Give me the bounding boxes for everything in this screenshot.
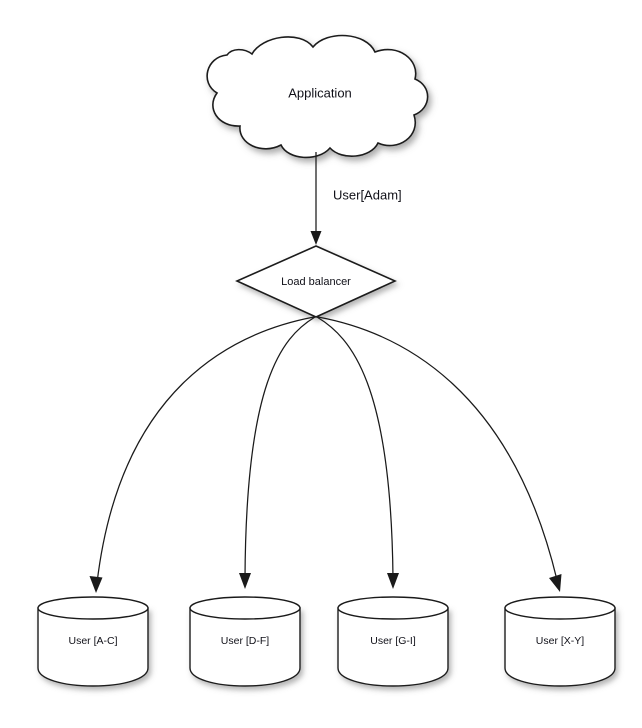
database-label-1: User [A-C] bbox=[68, 635, 117, 647]
arrow-head-icon bbox=[239, 573, 251, 589]
edge-lb-to-db-df bbox=[239, 316, 316, 589]
node-database-cylinder-2[interactable]: User [D-F] bbox=[189, 596, 301, 687]
edge-lb-to-db-ac bbox=[89, 316, 315, 593]
diamond-label: Load balancer bbox=[281, 276, 351, 288]
edge-lb-to-db-xy bbox=[317, 316, 562, 592]
database-label-4: User [X-Y] bbox=[536, 635, 585, 647]
edge-lb-to-db-gi bbox=[316, 316, 399, 589]
arrow-head-icon bbox=[549, 574, 562, 592]
node-load-balancer-diamond[interactable]: Load balancer bbox=[235, 245, 397, 318]
node-database-cylinder-1[interactable]: User [A-C] bbox=[37, 596, 149, 687]
node-application-cloud[interactable]: Application bbox=[206, 34, 429, 159]
edge-application-to-load-balancer: User[Adam] bbox=[310, 152, 402, 245]
cloud-label: Application bbox=[288, 85, 352, 100]
arrow-head-icon bbox=[387, 573, 399, 589]
edge-label-user-adam: User[Adam] bbox=[333, 187, 402, 202]
database-label-2: User [D-F] bbox=[221, 635, 269, 647]
arrow-head-icon bbox=[310, 231, 322, 245]
node-database-cylinder-3[interactable]: User [G-I] bbox=[337, 596, 449, 687]
arrow-head-icon bbox=[89, 576, 103, 593]
database-label-3: User [G-I] bbox=[370, 635, 416, 647]
node-database-cylinder-4[interactable]: User [X-Y] bbox=[504, 596, 616, 687]
